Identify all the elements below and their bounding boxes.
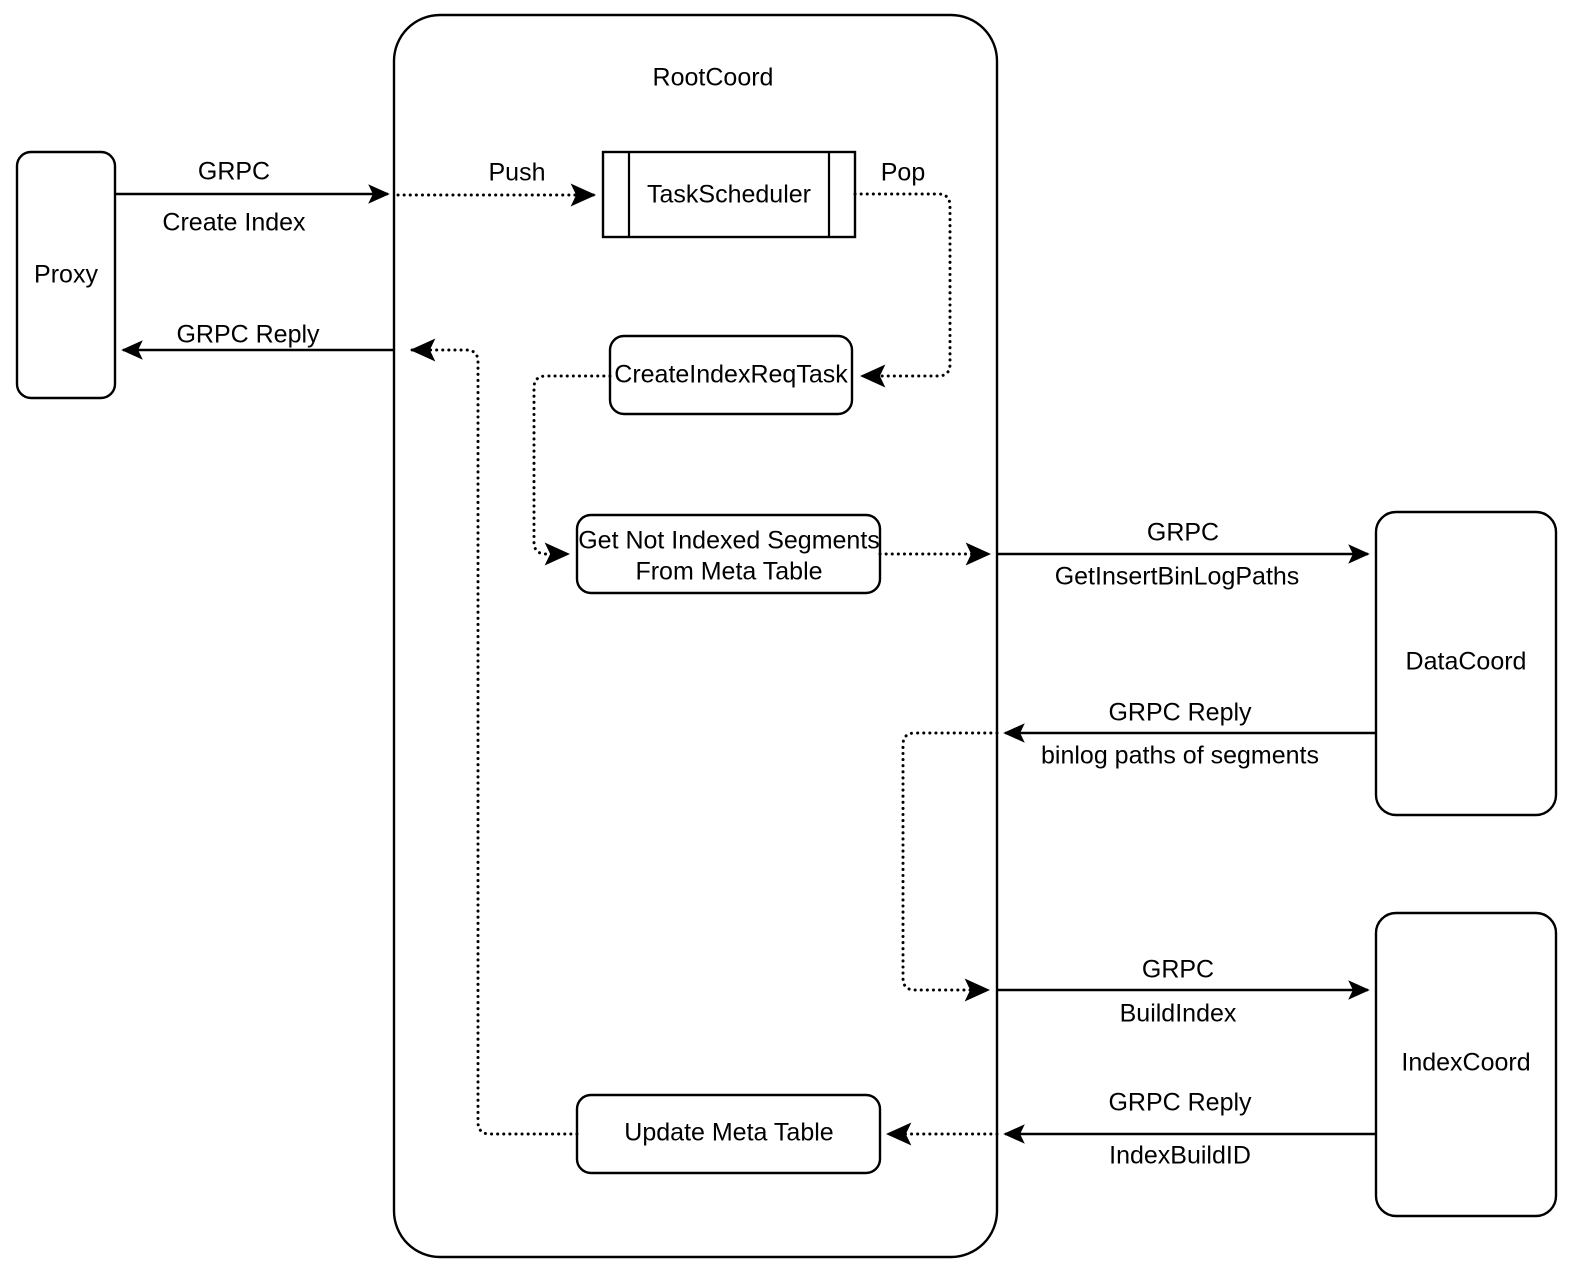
node-indexcoord[interactable] (1374, 911, 1558, 1218)
edge-label-grpc-reply-binlog-line2: binlog paths of segments (1041, 742, 1319, 770)
node-taskscheduler-label: TaskScheduler (647, 181, 811, 209)
edge-label-grpc-reply-binlog-line1: GRPC Reply (1108, 699, 1252, 727)
edge-label-grpc-create-index-line1: GRPC (198, 158, 270, 186)
node-indexcoord-label: IndexCoord (1401, 1049, 1530, 1077)
edge-label-push: Push (489, 159, 546, 187)
node-get-not-indexed-segments-label-line1: Get Not Indexed Segments (578, 527, 880, 555)
edge-label-grpc-buildindex-line2: BuildIndex (1120, 1000, 1237, 1028)
edge-label-grpc-getinsertbinlogpaths-line2: GetInsertBinLogPaths (1055, 563, 1300, 591)
node-proxy[interactable] (15, 150, 117, 400)
node-proxy-label: Proxy (34, 261, 98, 289)
edge-updatemetatable-to-grpcreply (409, 338, 579, 1136)
edge-datacoord-reply-to-buildindex (901, 731, 999, 1002)
edge-label-grpc-buildindex-line1: GRPC (1142, 956, 1214, 984)
edge-pop (853, 192, 952, 388)
edge-label-pop: Pop (881, 159, 925, 187)
node-datacoord[interactable] (1374, 510, 1558, 817)
edge-label-grpc-getinsertbinlogpaths-line1: GRPC (1147, 519, 1219, 547)
container-rootcoord (392, 13, 999, 1259)
container-rootcoord-label: RootCoord (653, 64, 774, 92)
edge-label-grpc-reply-indexbuildid-line1: GRPC Reply (1108, 1089, 1252, 1117)
edge-label-grpc-reply-proxy: GRPC Reply (176, 321, 320, 349)
edge-label-grpc-reply-indexbuildid-line2: IndexBuildID (1109, 1142, 1251, 1170)
node-get-not-indexed-segments-label-line2: From Meta Table (635, 558, 822, 586)
node-update-meta-table-label: Update Meta Table (624, 1119, 833, 1147)
edge-label-grpc-create-index-line2: Create Index (162, 209, 306, 237)
node-taskscheduler[interactable] (601, 150, 857, 239)
node-datacoord-label: DataCoord (1406, 648, 1527, 676)
node-createindexreqtask-label: CreateIndexReqTask (614, 361, 848, 389)
